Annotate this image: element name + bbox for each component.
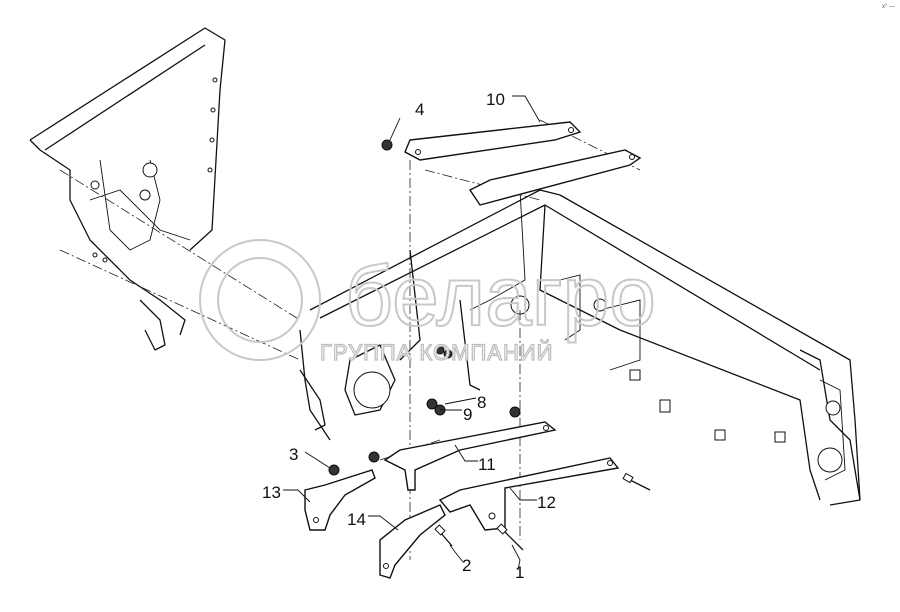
watermark-logo: ГРУППА КОМПАНИЙ белагро — [199, 239, 657, 366]
watermark-subtitle: ГРУППА КОМПАНИЙ — [320, 340, 554, 365]
callout-10: 10 — [486, 90, 505, 109]
callout-leaders — [283, 95, 541, 571]
callout-9: 9 — [463, 405, 472, 424]
callout-2: 2 — [462, 556, 471, 575]
bracket-10-lower — [468, 149, 642, 206]
front-frame — [29, 27, 226, 351]
bracket-12 — [438, 457, 620, 531]
main-frame — [59, 119, 861, 560]
callout-13: 13 — [262, 483, 281, 502]
callout-3: 3 — [289, 445, 298, 464]
fasteners — [328, 139, 651, 551]
callout-14: 14 — [347, 510, 366, 529]
callout-12: 12 — [537, 493, 556, 512]
bolt-1 — [502, 529, 524, 551]
brackets — [304, 121, 642, 579]
bolt-top — [629, 479, 651, 491]
nut-4 — [381, 139, 393, 151]
bracket-14 — [379, 504, 446, 579]
callout-11: 11 — [478, 455, 496, 474]
callout-4: 4 — [415, 100, 424, 119]
bracket-10-upper — [404, 121, 582, 161]
watermark-brand: белагро — [345, 249, 656, 343]
callouts: 4 10 8 9 3 11 13 12 14 2 1 x° --- — [262, 4, 895, 582]
bracket-13 — [304, 469, 376, 531]
callout-1: 1 — [515, 563, 524, 582]
corner-mark: x° --- — [882, 4, 895, 10]
nut-3 — [328, 464, 340, 476]
bracket-11 — [383, 421, 557, 491]
callout-8: 8 — [477, 393, 486, 412]
